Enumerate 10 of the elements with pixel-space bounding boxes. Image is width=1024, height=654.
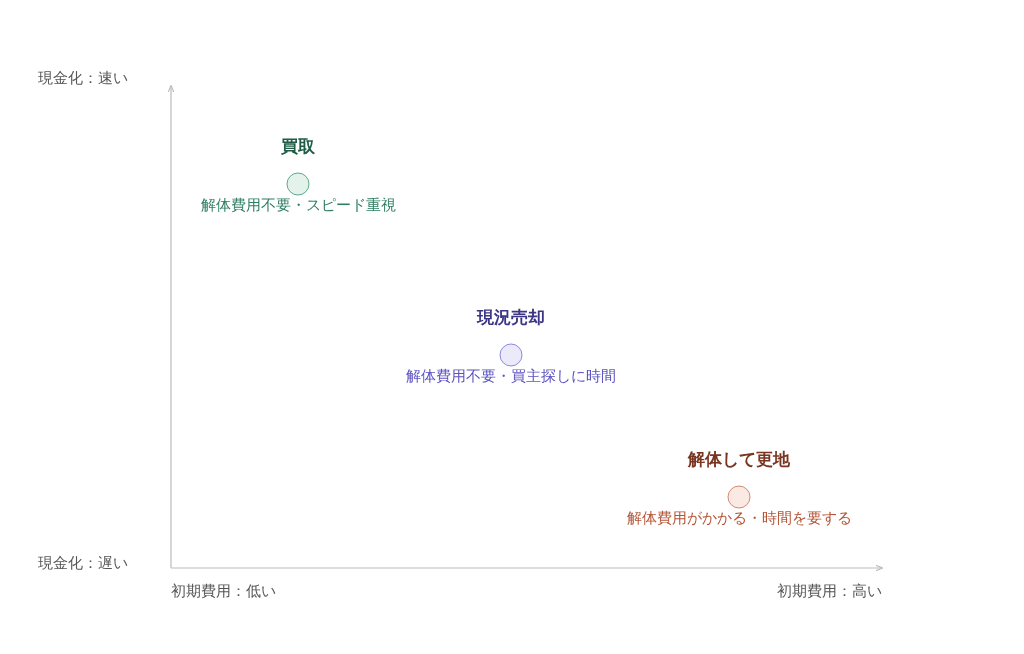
axis-label: 現金化：遅い	[38, 554, 128, 572]
point-description: 解体費用不要・買主探しに時間	[406, 367, 616, 385]
point-description: 解体費用不要・スピード重視	[200, 196, 396, 214]
point-description: 解体費用がかかる・時間を要する	[626, 509, 852, 527]
axis-label: 初期費用：高い	[777, 582, 882, 600]
axis-label: 初期費用：低い	[171, 582, 276, 600]
point-title: 現況売却	[477, 307, 545, 327]
point-title: 買取	[281, 136, 315, 156]
axis-label: 現金化：速い	[38, 69, 128, 87]
point-title: 解体して更地	[688, 449, 790, 469]
